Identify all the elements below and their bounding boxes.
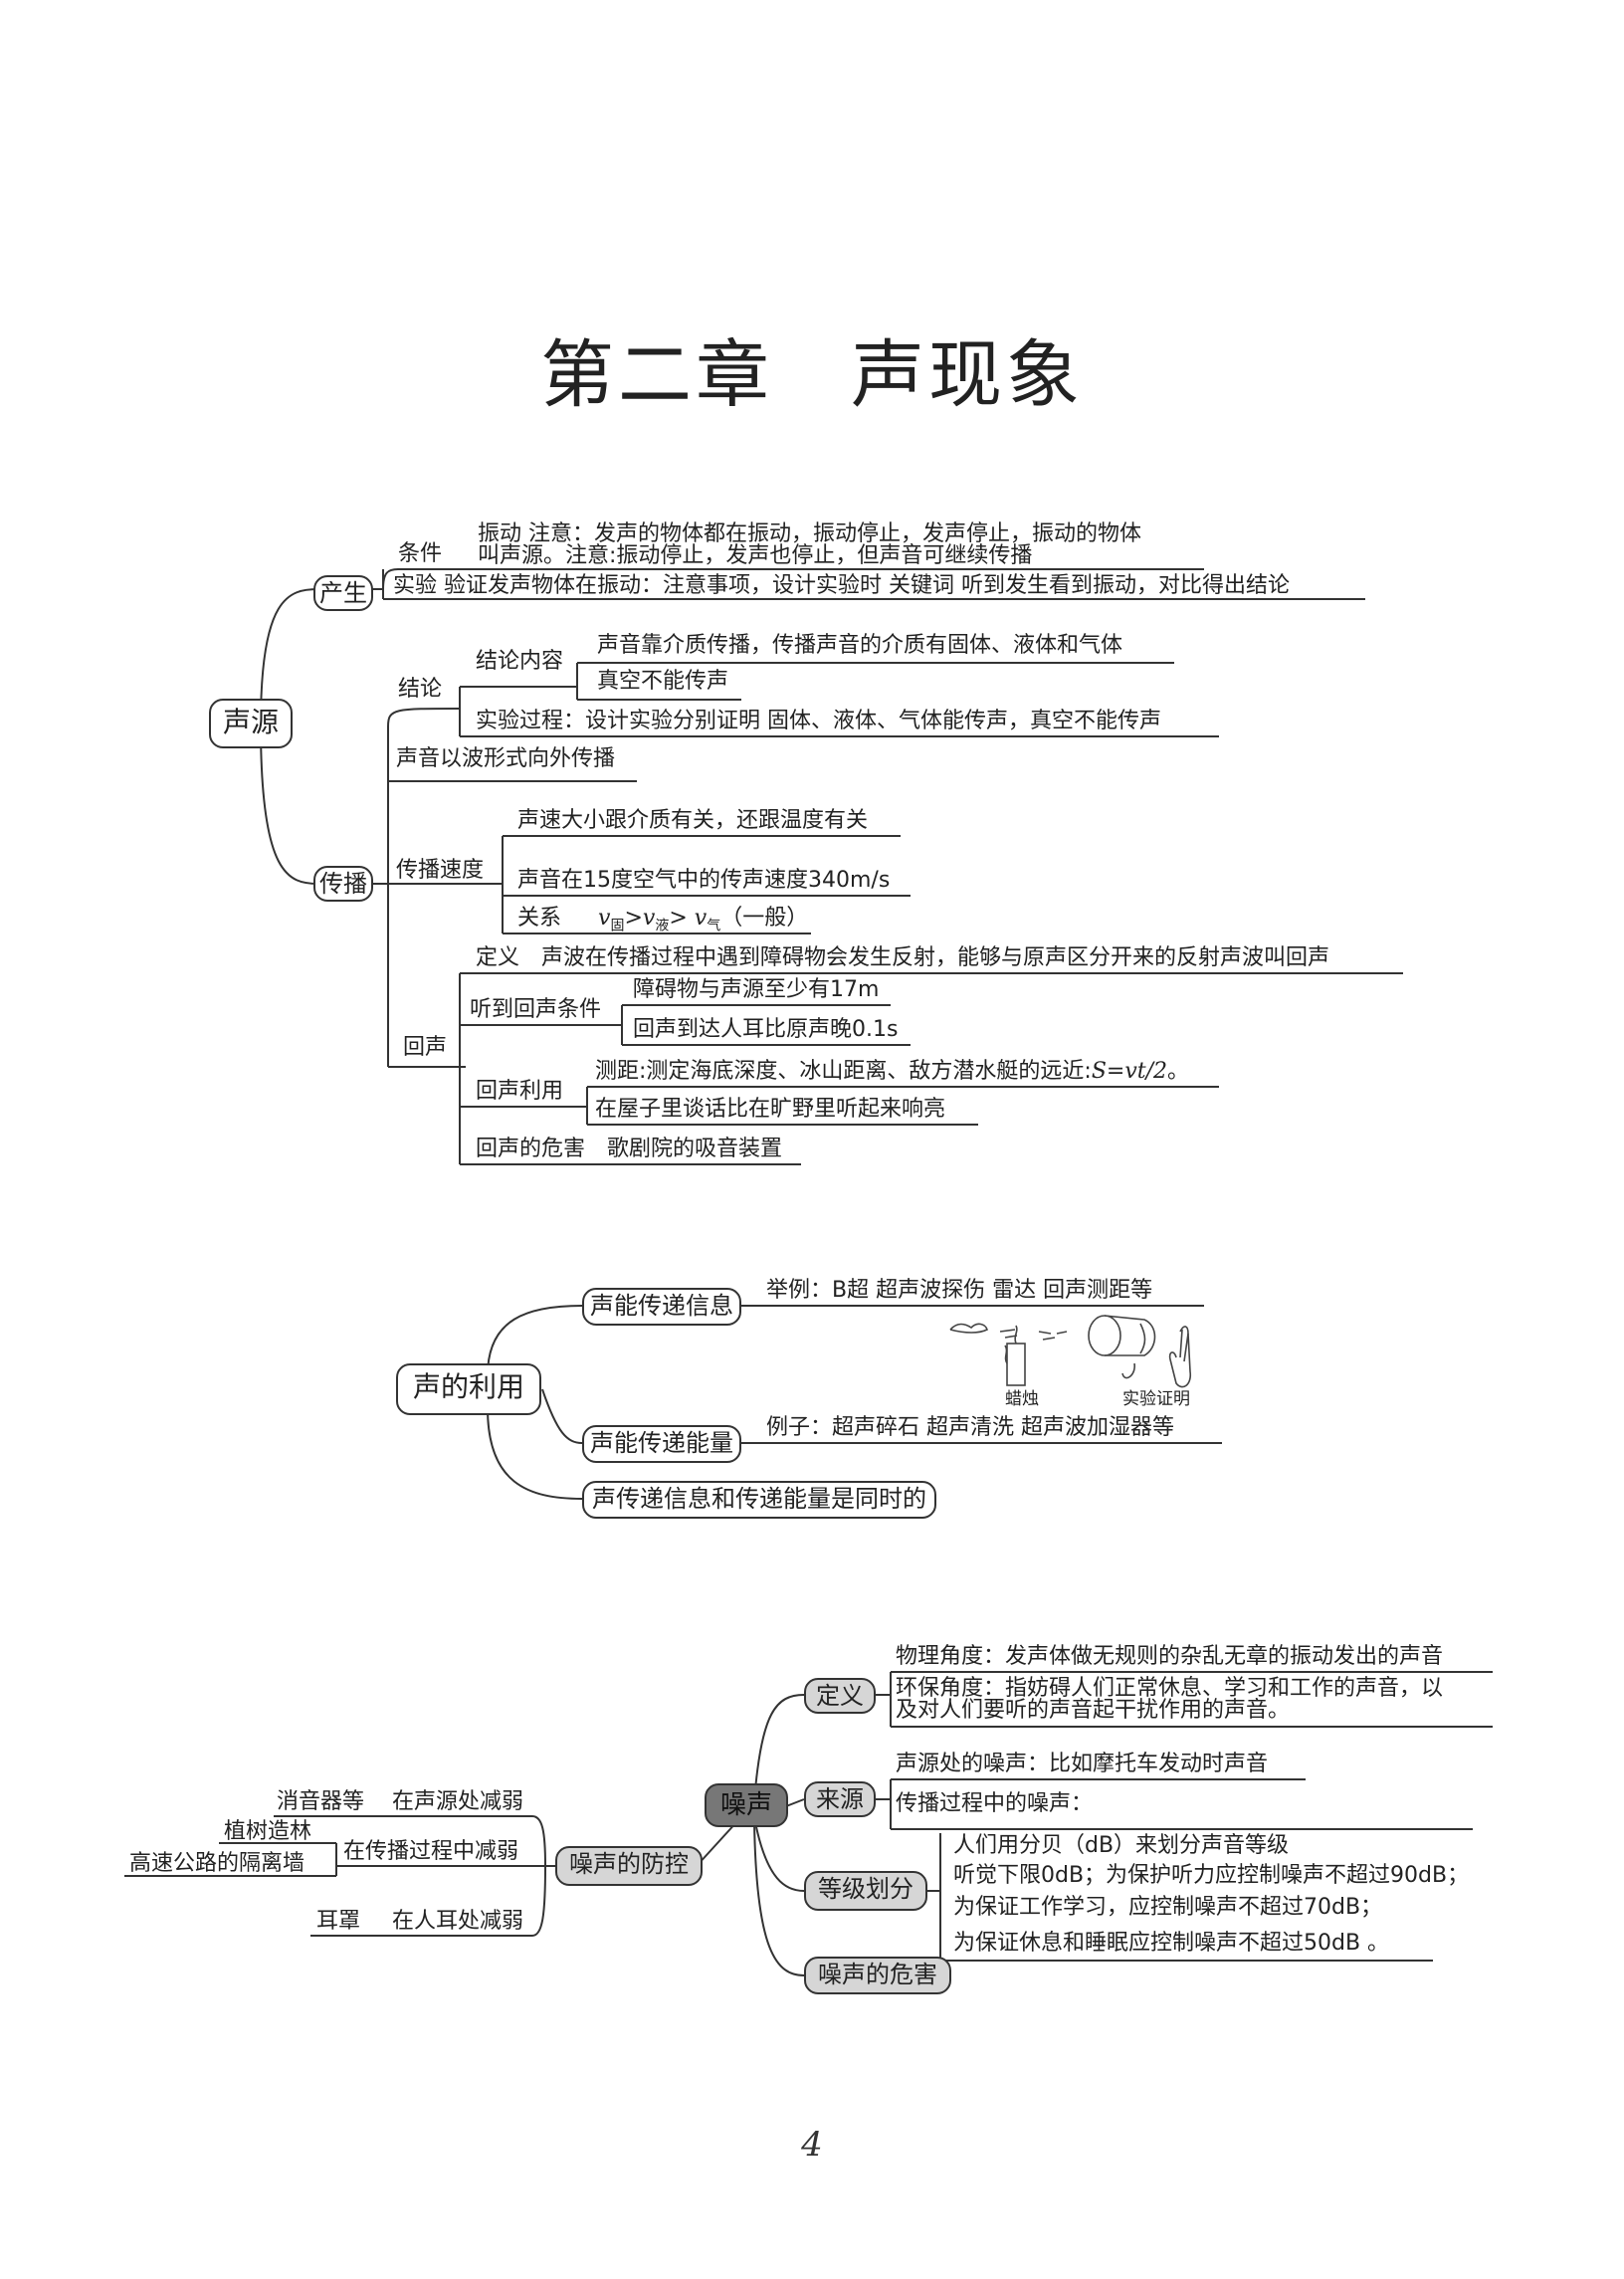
noise-level-line-3: 为保证工作学习，应控制噪声不超过70dB； (953, 1895, 1383, 1920)
trunk-to-conclusion (387, 708, 461, 781)
noise-level-line-4: 为保证休息和睡眠应控制噪声不超过50dB 。 (953, 1931, 1390, 1956)
produce-node: 产生 (313, 575, 373, 611)
hear-echo-1: 障碍物与声源至少有17m (633, 977, 880, 1002)
noise-to-level (753, 1816, 805, 1892)
noise-source-1: 声源处的噪声：比如摩托车发动时声音 (896, 1752, 1269, 1776)
echo-use-1: 测距:测定海底深度、冰山距离、敌方潜水艇的远近:S=vt/2。 (595, 1059, 1190, 1084)
energy-example: 例子：超声碎石 超声清洗 超声波加湿器等 (766, 1415, 1174, 1440)
noise-control-node: 噪声的防控 (555, 1846, 703, 1886)
echo-definition: 定义 声波在传播过程中遇到障碍物会发生反射，能够与原声区分开来的反射声波叫回声 (476, 945, 1330, 970)
hand-icon (1168, 1326, 1192, 1388)
noise-source-node: 来源 (804, 1781, 876, 1817)
condition-line1: 振动 注意：发声的物体都在振动，振动停止，发声停止，振动的物体 (478, 521, 1141, 546)
speed-relation: 关系 v固>v液> v气（一般） (517, 906, 809, 934)
condition-line2: 叫声源。注意:振动停止，发声也停止，但声音可继续传播 (478, 543, 1033, 568)
info-node: 声能传递信息 (582, 1288, 741, 1326)
condition-label: 条件 (398, 541, 443, 566)
noise-definition-node: 定义 (804, 1678, 876, 1714)
control-2-example-1: 植树造林 (224, 1819, 312, 1844)
candle-caption: 蜡烛 (1005, 1389, 1039, 1409)
noise-level-node: 等级划分 (804, 1871, 927, 1911)
speed-2: 声音在15度空气中的传声速度340m/s (517, 868, 891, 893)
control-2: 在传播过程中减弱 (343, 1839, 519, 1864)
produce-experiment: 实验 验证发声物体在振动：注意事项，设计实验时 关键词 听到发生看到振动，对比得… (393, 573, 1290, 598)
use-root-to-energy (541, 1388, 583, 1444)
page-number: 4 (801, 2125, 823, 2165)
speed-1: 声速大小跟介质有关，还跟温度有关 (517, 808, 869, 833)
echo-label: 回声 (403, 1035, 448, 1060)
root-to-propagate (260, 724, 319, 885)
hear-echo-2: 回声到达人耳比原声晚0.1s (633, 1017, 899, 1042)
noise-level-line-1: 人们用分贝（dB）来划分声音等级 (953, 1833, 1290, 1858)
noise-def-1: 物理角度：发声体做无规则的杂乱无章的振动发出的声音 (896, 1644, 1444, 1669)
sound-source-root: 声源 (209, 699, 293, 748)
noise-def-2b: 及对人们要听的声音起干扰作用的声音。 (896, 1698, 1291, 1723)
noise-harm-node: 噪声的危害 (804, 1957, 951, 1994)
experiment-process: 实验过程：设计实验分别证明 固体、液体、气体能传声，真空不能传声 (476, 709, 1161, 733)
control-2-example-2: 高速公路的隔离墙 (129, 1851, 305, 1876)
energy-node: 声能传递能量 (582, 1425, 741, 1463)
relation-label: 关系 (517, 906, 562, 931)
experiment-proof-caption: 实验证明 (1122, 1389, 1190, 1409)
root-to-produce (260, 588, 319, 725)
control-1-example: 消音器等 (277, 1789, 365, 1814)
info-example: 举例：B超 超声波探伤 雷达 回声测距等 (766, 1278, 1153, 1303)
use-root-to-simul (487, 1407, 583, 1500)
noise-to-source (785, 1798, 805, 1807)
conclusion-label: 结论 (398, 677, 443, 702)
candle-speaker-illustration (949, 1315, 1192, 1388)
propagate-node: 传播 (313, 866, 373, 902)
noise-root: 噪声 (705, 1783, 788, 1827)
noise-def-2a: 环保角度：指妨碍人们正常休息、学习和工作的声音，以 (896, 1676, 1444, 1701)
noise-level-line-2: 听觉下限0dB；为保护听力应控制噪声不超过90dB； (953, 1863, 1470, 1888)
hear-echo-label: 听到回声条件 (470, 997, 602, 1022)
chapter-title: 第二章 声现象 (540, 332, 1084, 418)
content-1: 声音靠介质传播，传播声音的介质有固体、液体和气体 (597, 633, 1123, 658)
content-2: 真空不能传声 (597, 669, 729, 694)
simultaneous-node: 声传递信息和传递能量是同时的 (582, 1481, 936, 1519)
noise-to-harm (753, 1820, 805, 1976)
sound-use-root: 声的利用 (396, 1363, 541, 1415)
echo-use-2: 在屋子里谈话比在旷野里听起来响亮 (595, 1097, 946, 1122)
smoke-icon (949, 1323, 988, 1334)
control-3: 在人耳处减弱 (392, 1909, 524, 1934)
noise-source-2: 传播过程中的噪声： (896, 1791, 1094, 1816)
wave-propagation: 声音以波形式向外传播 (396, 746, 616, 771)
content-label: 结论内容 (476, 649, 564, 674)
control-1: 在声源处减弱 (392, 1789, 524, 1814)
use-root-to-info (487, 1305, 583, 1376)
speed-label: 传播速度 (396, 858, 485, 883)
speaker-icon (1088, 1315, 1121, 1356)
noise-to-definition (753, 1694, 805, 1802)
candle-icon (1006, 1343, 1026, 1386)
control-3-example: 耳罩 (316, 1909, 361, 1934)
echo-harm: 回声的危害 歌剧院的吸音装置 (476, 1137, 783, 1161)
echo-use-label: 回声利用 (476, 1079, 564, 1104)
